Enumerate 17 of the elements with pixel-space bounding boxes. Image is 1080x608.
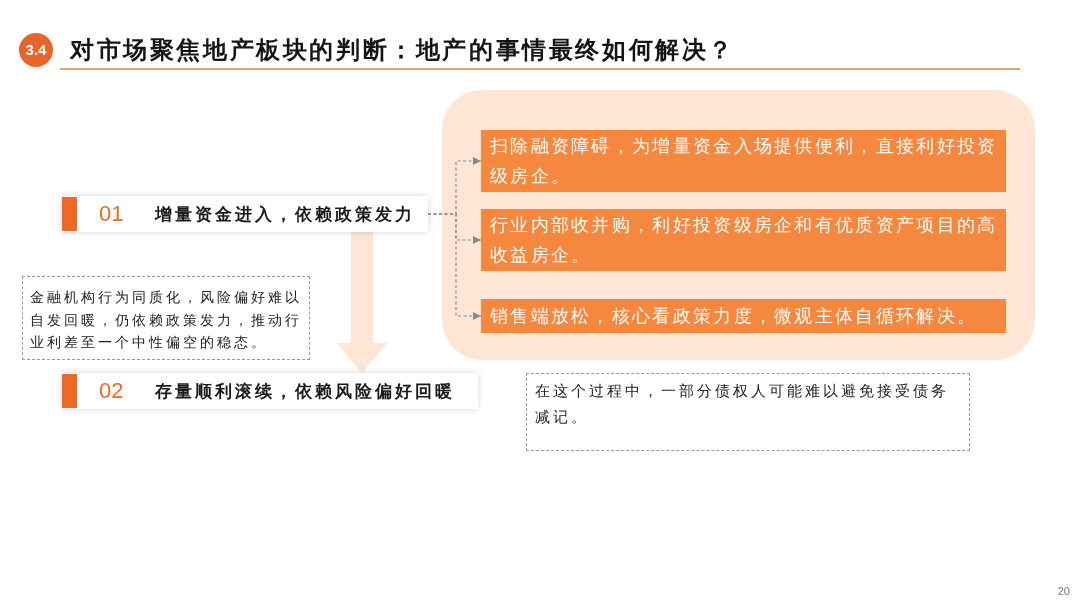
step-number: 02	[99, 377, 124, 405]
highlight-panel	[442, 90, 1035, 360]
outcome-box: 销售端放松，核心看政策力度，微观主体自循环解决。	[481, 299, 1006, 333]
block-arrow	[337, 232, 387, 373]
note-box: 金融机构行为同质化，风险偏好难以自发回暖，仍依赖政策发力，推动行业利差至一个中性偏空的稳态。	[22, 276, 310, 360]
page-number: 20	[1056, 584, 1070, 598]
step-card	[62, 373, 478, 409]
dashed-arrow	[427, 213, 482, 320]
outcome-box: 扫除融资障碍，为增量资金入场提供便利，直接利好投资级房企。	[481, 130, 1006, 192]
step-number: 01	[99, 200, 124, 228]
step-heading: 存量顺利滚续，依赖风险偏好回暖	[155, 380, 455, 403]
section-number: 3.4	[19, 33, 53, 67]
outcome-box: 行业内部收并购，利好投资级房企和有优质资产项目的高收益房企。	[481, 209, 1006, 271]
slide-title: 对市场聚焦地产板块的判断：地产的事情最终如何解决？	[70, 34, 735, 66]
step-heading: 增量资金进入，依赖政策发力	[155, 203, 415, 226]
note-box: 在这个过程中，一部分债权人可能难以避免接受债务减记。	[526, 373, 970, 451]
step-card	[62, 196, 428, 232]
